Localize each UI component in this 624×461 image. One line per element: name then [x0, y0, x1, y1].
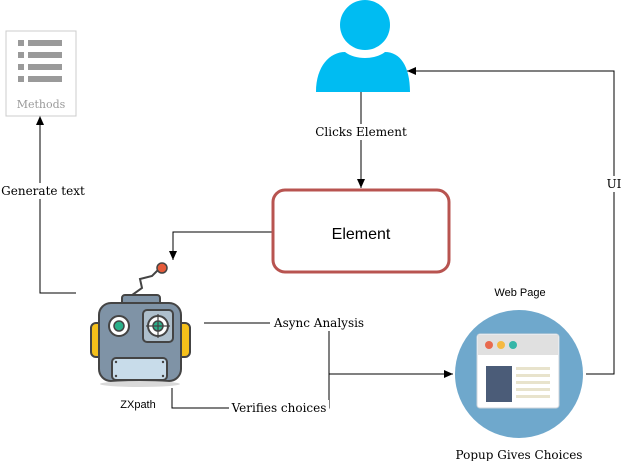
label-ui: UI	[607, 177, 622, 191]
webpage-caption: Popup Gives Choices	[456, 448, 583, 461]
edge-labels: Clicks Element Generate text UI Async An…	[0, 124, 623, 416]
edge-webpage-to-user	[407, 67, 615, 375]
element-node: Element	[271, 188, 451, 274]
edge-element-to-robot	[169, 231, 272, 260]
robot-label: ZXpath	[120, 399, 155, 411]
methods-label: Methods	[17, 98, 66, 111]
label-clicks-element: Clicks Element	[315, 125, 407, 139]
edge-robot-to-methods	[36, 116, 76, 294]
label-async-analysis: Async Analysis	[273, 316, 364, 330]
label-verifies-choices: Verifies choices	[231, 401, 327, 415]
element-box	[271, 188, 451, 274]
webpage-title: Web Page	[494, 287, 545, 299]
list-icon	[18, 40, 62, 82]
webpage-icon	[455, 310, 583, 438]
robot-icon	[90, 262, 191, 387]
methods-node: Methods	[5, 30, 77, 117]
element-label: Element	[332, 226, 391, 243]
label-generate-text: Generate text	[1, 184, 85, 198]
user-icon	[316, 0, 410, 92]
